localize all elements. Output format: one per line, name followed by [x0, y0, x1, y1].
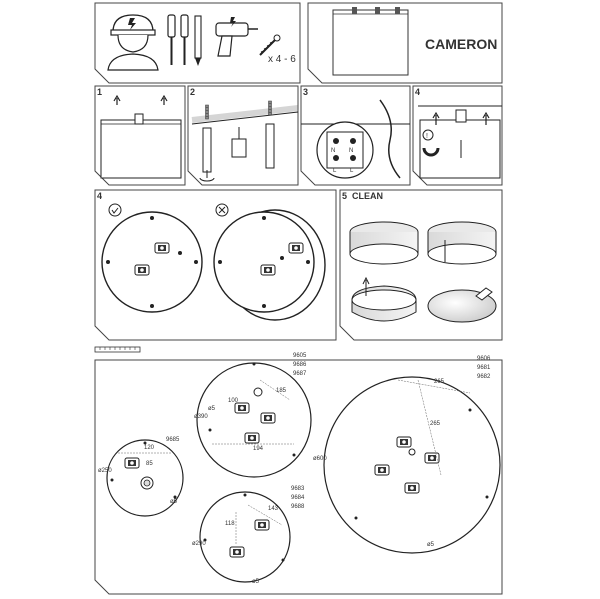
dimension-label: 143 [268, 506, 279, 512]
hole-label: ø5 [252, 579, 260, 585]
model-code: 9683 [291, 486, 305, 492]
clean-label: CLEAN [352, 191, 383, 201]
step-number: 3 [303, 87, 308, 97]
diameter-label: ø600 [313, 456, 327, 462]
dimension-label: 265 [434, 379, 445, 385]
drill-icon [215, 17, 258, 57]
step-5-clean-panel: 5 CLEAN [339, 189, 503, 341]
model-large: 265 265 ø600 ø5 9606 9681 9682 [313, 356, 501, 554]
screwdriver-icon [167, 14, 189, 65]
step-4-install-panel: 4 ! [412, 85, 503, 186]
step-number: 4 [415, 87, 420, 97]
model-code: 9681 [477, 365, 491, 371]
dimension-label: 118 [225, 521, 235, 527]
shade-icon [427, 221, 497, 265]
model-code: 9682 [477, 374, 491, 380]
diameter-label: ø290 [192, 541, 206, 547]
shade-tilt-icon [351, 276, 417, 322]
model-code: 9687 [293, 371, 307, 377]
hole-label: ø5 [427, 542, 435, 548]
ruler [94, 346, 141, 353]
model-small-2: 143 118 ø290 ø5 9683 9684 9688 [192, 486, 305, 585]
cross-icon [215, 203, 229, 217]
neutral-label: N [349, 148, 353, 154]
neutral-label: N [331, 148, 335, 154]
pencil-icon [194, 15, 202, 66]
dimensions-panel: 194 185 100 ø390 ø5 9605 9686 9687 265 2… [94, 353, 503, 595]
screw-icon [259, 34, 281, 56]
dimension-label: 194 [253, 446, 264, 452]
hole-label: ø5 [208, 406, 216, 412]
dimension-label: 185 [276, 388, 287, 394]
glass-diffuser-icon [427, 287, 497, 323]
diameter-label: ø250 [98, 468, 112, 474]
dimension-label: 265 [430, 421, 441, 427]
step-3-panel: 3 N N L L [300, 85, 411, 186]
hole-label: ø5 [170, 499, 178, 505]
step-2-panel: 2 [187, 85, 299, 186]
live-label: L [350, 168, 354, 174]
tools-panel: x 4 - 6 [94, 2, 301, 84]
live-label: L [333, 168, 337, 174]
product-title: CAMERON [425, 36, 497, 52]
step-1-panel: 1 [94, 85, 186, 186]
screw-count: x 4 - 6 [268, 54, 296, 65]
check-icon [108, 203, 122, 217]
step-number: 4 [97, 191, 102, 201]
step-number: 1 [97, 87, 102, 97]
model-code: 9688 [291, 504, 305, 510]
shade-icon [349, 221, 419, 265]
diameter-label: ø390 [194, 414, 208, 420]
worker-icon [107, 14, 159, 71]
step-number: 5 [342, 191, 347, 201]
model-small: 120 85 ø250 ø5 9685 [98, 437, 184, 517]
step-number: 2 [190, 87, 195, 97]
model-code: 9685 [166, 437, 180, 443]
product-panel: CAMERON [307, 2, 503, 84]
model-code: 9686 [293, 362, 307, 368]
model-code: 9606 [477, 356, 491, 362]
dimension-label: 100 [228, 398, 239, 404]
model-code: 9605 [293, 353, 307, 359]
warning-icon: ! [426, 133, 428, 140]
model-code: 9684 [291, 495, 305, 501]
model-medium: 194 185 100 ø390 ø5 9605 9686 9687 [194, 353, 312, 478]
dimension-label: 85 [146, 461, 153, 467]
dimension-label: 120 [144, 445, 155, 451]
step-4-spot-panel: 4 [94, 189, 337, 341]
